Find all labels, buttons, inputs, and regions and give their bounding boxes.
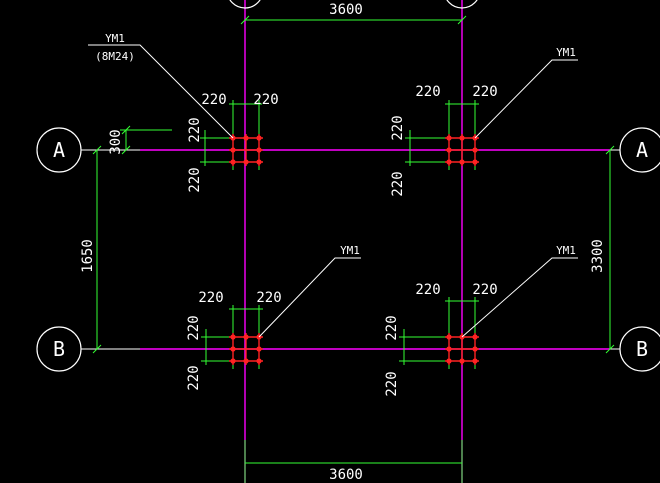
bolt-dim-text-br-v2: 220 [384, 371, 400, 396]
dim-tick-right-a [605, 145, 615, 155]
leader-line-tr [474, 59, 578, 139]
bolt-dim-text-bl-h1: 220 [198, 290, 223, 306]
bolt-dim-text-tr-v2: 220 [390, 171, 406, 196]
bolt-br-7 [459, 358, 465, 364]
bolt-br-5 [472, 346, 478, 352]
bolt-dim-text-bl-v2: 220 [186, 365, 202, 390]
bolt-tl-7 [243, 159, 249, 165]
dim-tick-offset-a-bottom [121, 145, 131, 155]
dim-tick-left-b [92, 344, 102, 354]
bolt-dim-text-br-h1: 220 [415, 282, 440, 298]
bolt-bl-4 [230, 346, 236, 352]
dim-text-left-vertical: 1650 [80, 239, 96, 273]
dim-tick-top-right [457, 15, 467, 25]
bolt-group-bottom-left: 220 220 220 220 YM1 [186, 244, 361, 391]
bolt-br-6 [446, 358, 452, 364]
bolt-tl-6 [230, 159, 236, 165]
bolt-tr-5 [472, 147, 478, 153]
bolt-tr-1 [446, 135, 452, 141]
label-tl-spec: (8M24) [95, 50, 135, 63]
bolt-dim-text-br-h2: 220 [472, 282, 497, 298]
bolt-tr-8 [472, 159, 478, 165]
grid-bubble-2-top [446, 0, 478, 9]
bolt-tl-2 [243, 135, 249, 141]
bolt-group-top-left: 220 220 220 220 YM1 (8M24) [88, 32, 279, 193]
bolt-tl-4 [230, 147, 236, 153]
bolt-dim-text-tl-h2: 220 [253, 92, 278, 108]
bolt-tl-8 [256, 159, 262, 165]
bolt-br-3 [472, 334, 478, 340]
bolt-br-4 [446, 346, 452, 352]
bolt-bl-1 [230, 334, 236, 340]
bolt-bl-7 [243, 358, 249, 364]
bolt-dim-text-tl-v1: 220 [187, 117, 203, 142]
grid-bubble-1-top [229, 0, 261, 9]
bolt-dim-text-tr-h1: 220 [415, 84, 440, 100]
leader-line-br [461, 257, 578, 338]
dim-text-offset-a: 300 [108, 129, 124, 154]
bolt-br-1 [446, 334, 452, 340]
label-tl-name: YM1 [105, 32, 125, 45]
label-bl-name: YM1 [340, 244, 360, 257]
bolt-tl-5 [256, 147, 262, 153]
bolt-dim-text-bl-h2: 220 [256, 290, 281, 306]
dim-text-top-span: 3600 [329, 2, 363, 18]
bolt-dim-text-bl-v1: 220 [186, 315, 202, 340]
bolt-bl-8 [256, 358, 262, 364]
dim-text-bottom-span: 3600 [329, 467, 363, 483]
label-tr-name: YM1 [556, 46, 576, 59]
bolt-dim-text-tr-h2: 220 [472, 84, 497, 100]
bolt-bl-5 [256, 346, 262, 352]
axis-lines [140, 0, 610, 483]
bolt-tr-2 [459, 135, 465, 141]
grid-label-b-right: B [636, 337, 648, 361]
bolt-br-8 [472, 358, 478, 364]
bolt-group-top-right: 220 220 220 220 YM1 [390, 46, 578, 197]
bolt-tl-3 [256, 135, 262, 141]
grid-label-a-right: A [636, 138, 648, 162]
dim-tick-offset-a-top [121, 125, 131, 135]
bolt-dim-text-tl-v2: 220 [187, 167, 203, 192]
dim-tick-right-b [605, 344, 615, 354]
grid-label-a-left: A [53, 138, 65, 162]
grid-label-b-left: B [53, 337, 65, 361]
bolt-bl-2 [243, 334, 249, 340]
overall-dimension-lines [92, 15, 615, 483]
bolt-dim-text-br-v1: 220 [384, 315, 400, 340]
dim-tick-left-a [92, 145, 102, 155]
bolt-tr-7 [459, 159, 465, 165]
bolt-tr-6 [446, 159, 452, 165]
dim-text-right-vertical: 3300 [590, 239, 606, 273]
bolt-dim-text-tr-v1: 220 [390, 115, 406, 140]
leader-line-tl [88, 44, 234, 139]
dim-tick-top-left [240, 15, 250, 25]
bolt-group-bottom-right: 220 220 220 220 YM1 [384, 244, 578, 397]
bolt-tr-4 [446, 147, 452, 153]
bolt-bl-6 [230, 358, 236, 364]
leader-line-bl [258, 257, 361, 338]
bolt-dim-text-tl-h1: 220 [201, 92, 226, 108]
label-br-name: YM1 [556, 244, 576, 257]
